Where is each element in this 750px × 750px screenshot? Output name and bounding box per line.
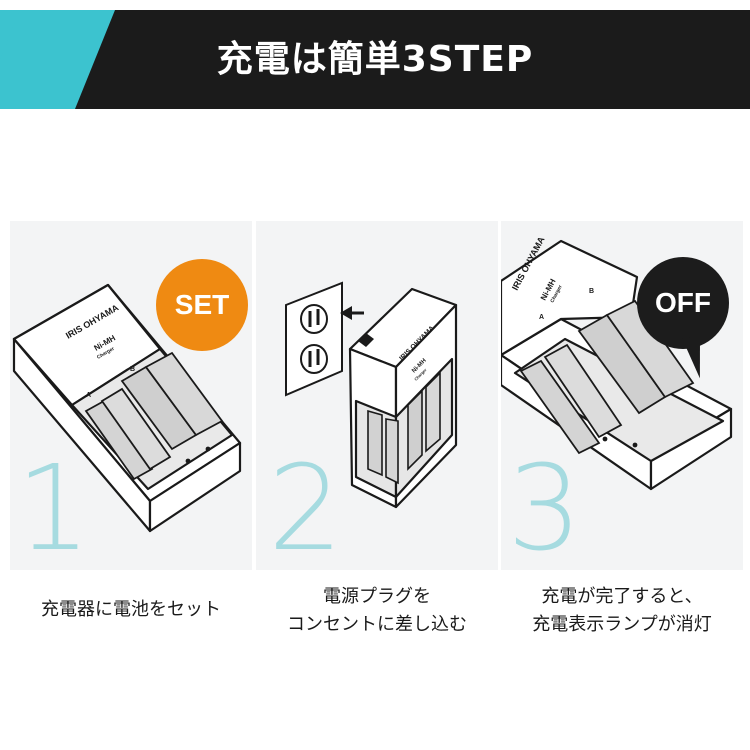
caption-line: 電源プラグを xyxy=(323,586,431,607)
charger-with-batteries-illustration: IRIS OHYAMA Ni-MH Charger A B xyxy=(12,283,242,533)
insert-arrow-icon xyxy=(340,306,364,320)
slot-a-label: A xyxy=(539,314,544,321)
step-number: 2 xyxy=(268,439,344,570)
step-1-caption: 充電器に電池をセット xyxy=(10,596,252,624)
wall-outlet xyxy=(285,281,343,397)
set-badge: SET xyxy=(156,259,248,351)
step-2-caption: 電源プラグを コンセントに差し込む xyxy=(256,583,498,639)
caption-line: 充電が完了すると、 xyxy=(541,586,703,607)
indicator-lamp xyxy=(632,442,638,448)
step-number: 3 xyxy=(507,439,583,570)
plug-into-outlet-illustration: IRIS OHYAMA Ni-MH Charger xyxy=(285,281,458,509)
slot-a-label: A xyxy=(86,392,91,399)
header-banner: 充電は簡単3STEP xyxy=(0,10,750,109)
step-3-caption: 充電が完了すると、 充電表示ランプが消灯 xyxy=(501,583,743,639)
step-2-panel: IRIS OHYAMA Ni-MH Charger 2 xyxy=(256,221,498,570)
step-1-panel: IRIS OHYAMA Ni-MH Charger A B SET 1 xyxy=(10,221,252,570)
charging-complete-illustration: IRIS OHYAMA Ni-MH Charger A B xyxy=(501,235,733,491)
slot-b-label: B xyxy=(130,366,135,373)
step-3-panel: IRIS OHYAMA Ni-MH Charger A B OFF 3 xyxy=(501,221,743,570)
caption-line: コンセントに差し込む xyxy=(287,614,467,635)
caption-line: 充電表示ランプが消灯 xyxy=(532,614,712,635)
slot-b-label: B xyxy=(589,288,594,295)
page-title: 充電は簡単3STEP xyxy=(216,39,534,80)
off-badge-label: OFF xyxy=(655,287,711,318)
indicator-lamp xyxy=(602,436,608,442)
indicator-lamp xyxy=(185,458,191,464)
off-badge: OFF xyxy=(637,257,729,381)
indicator-lamp xyxy=(205,446,211,452)
caption-line: 充電器に電池をセット xyxy=(41,599,221,620)
step-number: 1 xyxy=(16,439,92,570)
